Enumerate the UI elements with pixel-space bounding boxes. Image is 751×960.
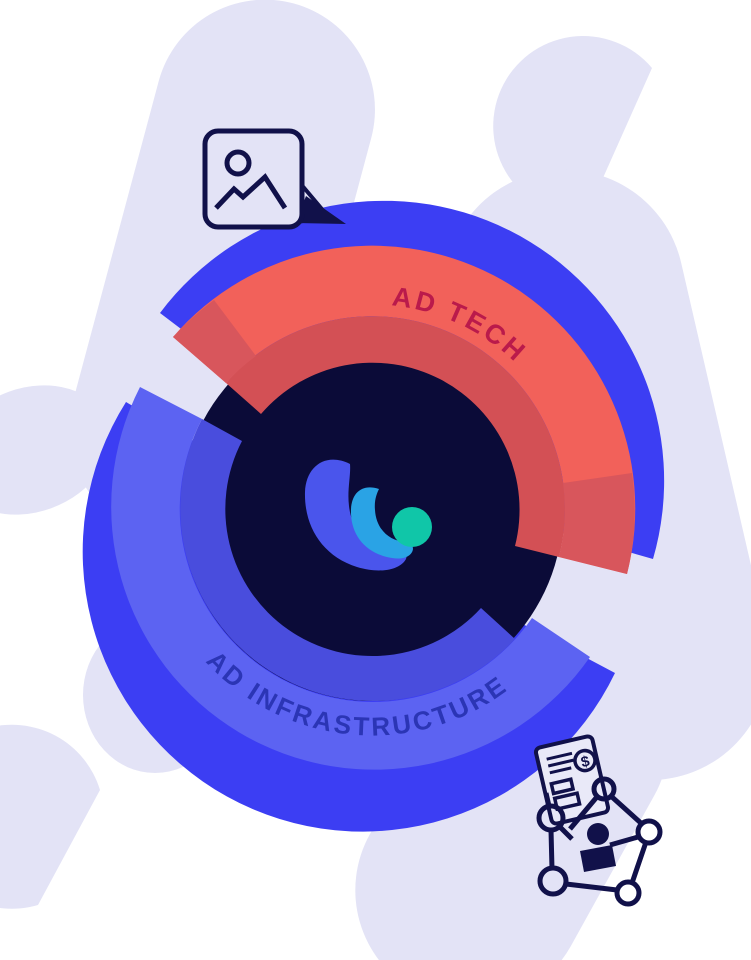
image-speech-bubble-icon xyxy=(202,128,346,230)
dollar-circle-icon xyxy=(573,748,597,773)
audience-network-icon xyxy=(536,776,663,907)
invoice-box-2 xyxy=(552,791,582,812)
segment-ad-tech xyxy=(173,245,636,574)
invoice-text-lines xyxy=(546,751,574,775)
ad-tech-end-cap-left xyxy=(173,300,256,383)
person-head xyxy=(587,823,609,845)
bubble-tail-shadow xyxy=(296,196,346,224)
invoice-box-1 xyxy=(549,777,576,796)
image-mountains-icon xyxy=(214,173,288,210)
ad-tech-end-cap-right xyxy=(559,473,635,574)
network-edges xyxy=(543,792,649,893)
ad-infrastructure-outer-band xyxy=(111,387,590,770)
center-logo xyxy=(304,459,432,571)
blob-left-small xyxy=(0,385,110,515)
image-sun-icon xyxy=(224,149,252,177)
network-node-top xyxy=(591,776,617,802)
magnifier-node-icon xyxy=(536,803,566,833)
network-node-right xyxy=(635,818,663,846)
network-node-bottom-right xyxy=(614,879,642,907)
segment-ad-infrastructure xyxy=(111,387,590,770)
logo-large-drop xyxy=(304,459,407,571)
magnifier-handle xyxy=(558,825,574,841)
bubble-frame xyxy=(202,128,305,230)
ad-tech-outer-band xyxy=(173,245,636,574)
ad-infrastructure-inner-band xyxy=(180,419,515,702)
network-node-bottom-left xyxy=(537,865,569,897)
person-body xyxy=(580,845,616,872)
logo-small-drop xyxy=(392,507,432,547)
blob-bottom-left-leaf xyxy=(0,724,100,909)
ad-tech-inner-band xyxy=(226,316,566,557)
blob-top-right-leaf xyxy=(493,36,652,217)
